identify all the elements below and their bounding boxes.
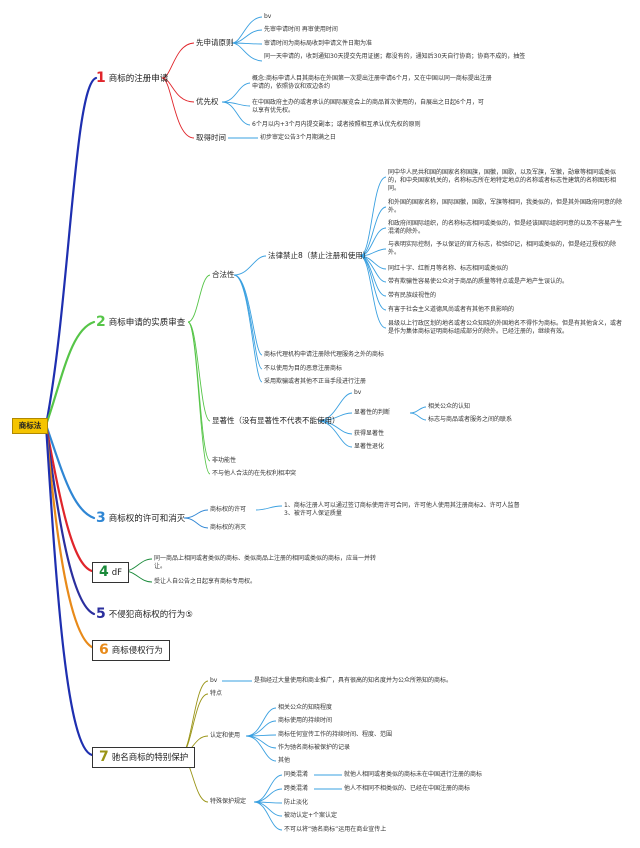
t7-bv-item: 是指经过大量使用和商业推广，具有很高的知名度并为公众所熟知的商标。 <box>254 677 453 684</box>
t7-ident-item: 商标使用的持续时间 <box>278 717 333 724</box>
t1-priority[interactable]: 优先权 <box>196 97 219 106</box>
t7-same-class-item: 就他人相同或者类似的商标未在中国进行注册的商标 <box>344 771 483 778</box>
t1-priority-item: 概念:商标申请人目其商标在外国第一次提出注册申请6个月，又在中国以同一商标提出注… <box>252 75 492 90</box>
t2-legal-item: 不以使用为目的恶意注册商标 <box>264 365 343 372</box>
branch-7 <box>44 423 94 757</box>
t7-spec-item: 防止淡化 <box>284 799 309 806</box>
root-node[interactable]: 商标法 <box>12 418 48 434</box>
topic-2-label: 商标申请的实质审查 <box>108 318 186 328</box>
t7-features[interactable]: 特点 <box>210 690 223 697</box>
branch-3 <box>44 423 96 520</box>
t3-license-item: 1、商标注册人可以通过签订商标使用许可合同，许可他人使用其注册商标2、许可人监督… <box>284 502 520 517</box>
branch-4 <box>44 423 94 573</box>
t7-ident-item: 作为驰名商标被保护的记录 <box>278 744 351 751</box>
t3-license[interactable]: 商标权的许可 <box>210 506 247 513</box>
topic-1-label: 商标的注册申请 <box>108 74 169 84</box>
t7-spec-item: 被动认定+个案认定 <box>284 812 338 819</box>
t2-sig-judge[interactable]: 显著性的判断 <box>354 409 391 416</box>
t2-legal-item: 采用欺骗或者其他不正当手段进行注册 <box>264 378 367 385</box>
t7-ident-item: 其他 <box>278 757 291 764</box>
branch-2 <box>44 320 96 427</box>
t2-non-functional[interactable]: 非功能性 <box>212 457 237 464</box>
t7-cross-class[interactable]: 跨类混淆 <box>284 785 309 792</box>
topic-6-number: 6 <box>99 642 109 658</box>
t1-first-item: 同一天申请的，收到通知30天提交先用证据；都没有的，通知后30天自行协商；协商不… <box>264 53 526 60</box>
t2-ban-item: 同红十字、红新月等名称、标志相同或类似的 <box>388 265 509 272</box>
t1-first-item: 审请时间为商标局收到申请文件日期为准 <box>264 40 373 47</box>
t1-first-item: bv <box>264 13 272 20</box>
topic-7-number: 7 <box>99 749 109 765</box>
topic-7-label: 驰名商标的特别保护 <box>111 753 189 763</box>
t2-legal-item: 商标代理机构申请注册除代理服务之外的商标 <box>264 351 385 358</box>
t7-ident-item: 商标任何宣传工作的持续时间、程度、范围 <box>278 731 393 738</box>
t3-extinction[interactable]: 商标权的消灭 <box>210 524 247 531</box>
t7-special-protection[interactable]: 特殊保护规定 <box>210 798 247 805</box>
t2-distinctiveness[interactable]: 显著性（没有显著性不代表不能使用） <box>212 416 340 425</box>
topic-5-number: 5 <box>96 606 106 622</box>
t1-acquire-time[interactable]: 取得时间 <box>196 133 226 142</box>
t2-no-conflict[interactable]: 不与他人合法的在先权利相冲突 <box>212 470 297 477</box>
branch-5 <box>44 423 96 616</box>
t2-legal-ban[interactable]: 法律禁止8（禁止注册和使用） <box>268 251 371 260</box>
t4-item: 同一商品上相同或者类似的商标、类似商品上注册的相同或类似的商标，应当一并转让。 <box>154 555 377 570</box>
t7-identification[interactable]: 认定和使用 <box>210 732 241 739</box>
t2-sig-bv: bv <box>354 389 362 396</box>
t1-acquire-time-item: 初步审定公告3个月期满之日 <box>260 134 336 141</box>
t1-priority-item: 6个月以内+3个月内提交副本；或者按照相互承认优先权的原则 <box>252 121 421 128</box>
t2-ban-item: 与表明实际控制，予以保证的官方标志，检验印记，相同或类似的，但是经过授权的除外。 <box>388 241 617 256</box>
topic-3-number: 3 <box>96 510 106 526</box>
topic-1-number: 1 <box>96 70 106 86</box>
topic-5-label: 不侵犯商标权的行为⑤ <box>108 610 193 620</box>
t7-spec-item: 不可以将“驰名商标”运用在商业宣传上 <box>284 826 387 833</box>
t2-sig-judge-item: 标志与商品或者服务之间的联系 <box>428 416 513 423</box>
topic-4-number: 4 <box>99 564 109 580</box>
t2-sig-item: 获得显著性 <box>354 430 385 437</box>
t1-priority-item: 在中国政府主办的或者承认的国际展览会上的商品首次使用的，自展出之日起6个月，可以… <box>252 99 484 114</box>
t7-cross-class-item: 他人不相同不相类似的、已经在中国注册的商标 <box>344 785 471 792</box>
t2-ban-item: 同中华人民共和国的国家名称国旗，国徽，国歌，以及军旗，军徽，勋章等相同或类似的，… <box>388 169 617 192</box>
t2-sig-item: 显著性退化 <box>354 443 385 450</box>
topic-3-label: 商标权的许可和消灭 <box>108 514 186 524</box>
topic-4-label: dF <box>111 568 123 578</box>
t2-ban-item: 带有欺骗性容易使公众对于商品的质量等特点或是产地产生误认的。 <box>388 278 569 285</box>
t2-sig-judge-item: 相关公众的认知 <box>428 403 471 410</box>
branch-1 <box>44 76 98 427</box>
t7-ident-item: 相关公众的知晓程度 <box>278 704 333 711</box>
t7-same-class[interactable]: 同类混淆 <box>284 771 309 778</box>
t1-first-to-file[interactable]: 先申请原则 <box>196 38 234 47</box>
t7-bv[interactable]: bv <box>210 677 218 684</box>
t2-ban-item: 和外国的国家名称，国际国徽，国歌，军旗等相同，我类似的，但是其外国政府同意的除外… <box>388 199 623 214</box>
t4-item: 受让人自公告之日起享有商标专用权。 <box>154 578 257 585</box>
t2-ban-item: 和政府间国际组织，的名称标志相同或类似的，但是经该国际组织同意的以及不容易产生混… <box>388 220 623 235</box>
topic-2-number: 2 <box>96 314 106 330</box>
t2-ban-item: 有害于社会主义道德风尚或者有其他不良影响的 <box>388 306 515 313</box>
t2-ban-item: 带有民族歧视性的 <box>388 292 437 299</box>
t1-first-item: 先审申请时间 再审使用时间 <box>264 26 338 33</box>
t2-ban-item: 县级以上行政区划的地名或者公众知晓的外国地名不得作为商标。但是有其他含义，或者是… <box>388 320 623 335</box>
t2-legality[interactable]: 合法性 <box>212 270 235 279</box>
branch-6 <box>44 423 96 650</box>
topic-6-label: 商标侵权行为 <box>111 646 163 656</box>
